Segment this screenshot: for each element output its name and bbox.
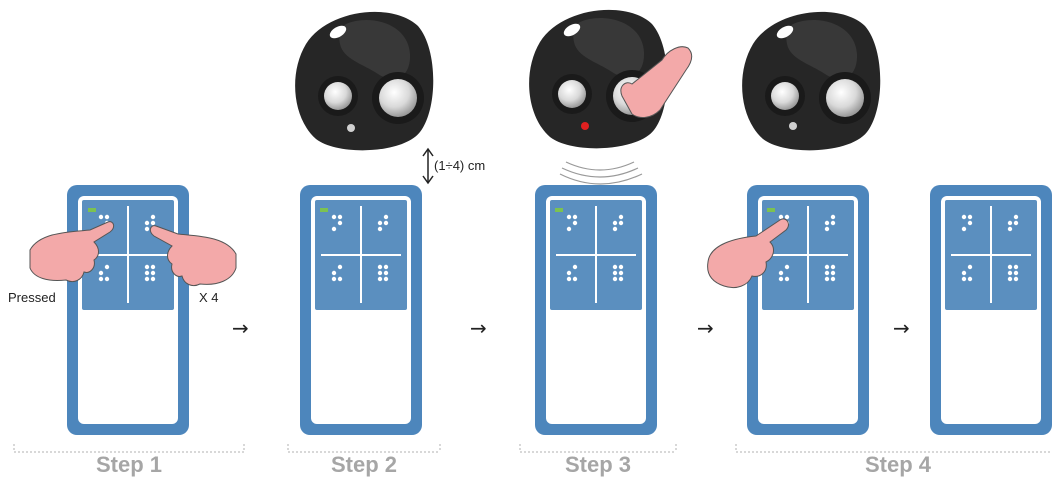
step2-remote-fob-icon	[295, 11, 434, 151]
arrow-icon-3: →	[697, 316, 714, 340]
step2-phone-device-icon	[300, 185, 422, 435]
step1-left-hand-icon	[29, 221, 115, 283]
step1-right-hand-icon	[149, 225, 237, 287]
arrow-icon-4: →	[893, 316, 910, 340]
step4-phone-device-icon	[747, 185, 869, 435]
step3-remote-fob-icon	[529, 9, 668, 149]
step-4-label: Step 4	[864, 452, 932, 477]
arrow-icon-2: →	[470, 316, 487, 340]
distance-arrow-icon	[422, 147, 434, 185]
step3-pointing-hand-icon	[620, 46, 693, 118]
step1-phone-device-icon	[67, 185, 189, 435]
step-2-label: Step 2	[330, 452, 398, 477]
step-brackets	[13, 444, 1052, 453]
pressed-label: Pressed	[8, 290, 56, 305]
step-3-label: Step 3	[564, 452, 632, 477]
step4-remote-fob-icon	[742, 11, 881, 151]
step-1-label: Step 1	[95, 452, 163, 477]
vibration-waves-icon	[559, 161, 643, 185]
step4-pointing-hand-icon	[707, 218, 789, 289]
step3-phone-device-icon	[535, 185, 657, 435]
distance-label: (1÷4) cm	[434, 158, 486, 173]
repeat-count-label: X 4	[199, 290, 219, 305]
step4-final-phone-device-icon	[930, 185, 1052, 435]
arrow-icon-1: →	[232, 316, 249, 340]
